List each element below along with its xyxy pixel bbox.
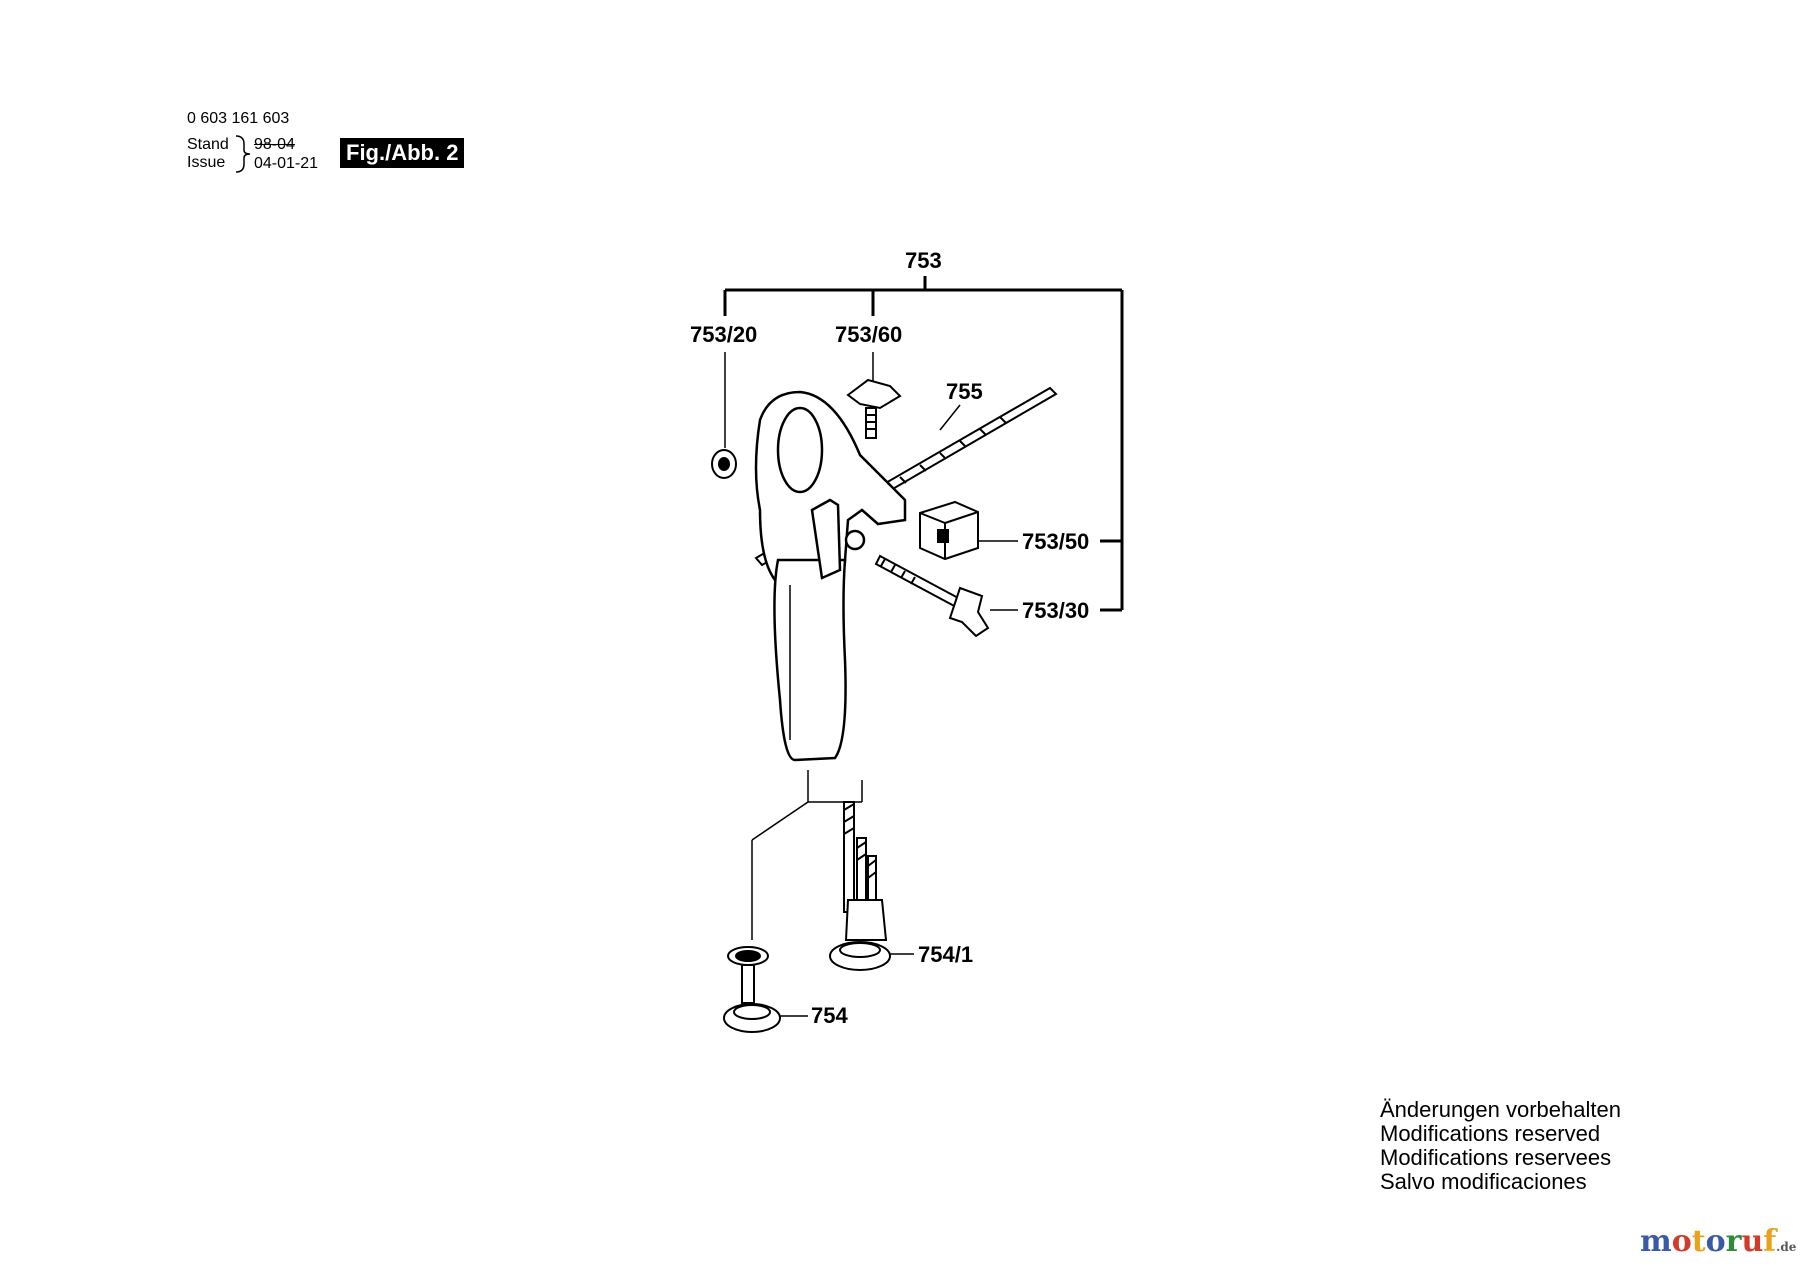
bracket-753 [723,276,1124,612]
callout-754: 754 [811,1003,848,1028]
callout-754-1: 754/1 [918,942,973,967]
modification-notes: Änderungen vorbehalten Modifications res… [1380,1098,1621,1194]
wm-letter: u [1741,1224,1764,1259]
bit-holder-754-1 [829,801,891,971]
stop-block-753-50 [919,500,979,561]
nut-753-20 [711,449,737,479]
new-date: 04-01-21 [254,155,319,172]
holder-754 [723,946,781,1033]
note-line: Änderungen vorbehalten [1380,1097,1621,1122]
callout-753: 753 [905,248,942,273]
wm-letter: t [1691,1224,1706,1259]
bolt-753-30 [874,554,990,638]
callout-753-30: 753/30 [1022,598,1089,623]
wing-screw-753-60 [846,378,902,439]
note-line: Modifications reserved [1380,1121,1601,1146]
wm-letter: o [1671,1224,1692,1259]
issue-label: Issue [187,154,226,171]
callout-753-50: 753/50 [1022,529,1089,554]
callout-text: 753 753/20 753/60 755 753/50 753/30 754/… [690,248,1089,1028]
callout-753-20: 753/20 [690,322,757,347]
wm-letter: o [1705,1224,1726,1259]
part-number: 0 603 161 603 [187,110,290,127]
watermark-logo: motoruf.de [1640,1224,1796,1259]
handle-body [754,390,907,762]
leader-lines [724,352,1018,1017]
stand-label: Stand [187,136,229,153]
wm-suffix: .de [1776,1240,1797,1254]
note-line: Salvo modificaciones [1380,1169,1587,1194]
figure-label: Fig./Abb. 2 [340,138,465,168]
wm-letter: f [1763,1224,1777,1259]
callout-755: 755 [946,379,983,404]
wm-letter: r [1725,1224,1742,1259]
callout-753-60: 753/60 [835,322,902,347]
note-line: Modifications reservees [1380,1145,1612,1170]
old-date: 98-04 [254,136,295,153]
wm-letter: m [1640,1224,1672,1259]
brace-icon [235,135,251,173]
